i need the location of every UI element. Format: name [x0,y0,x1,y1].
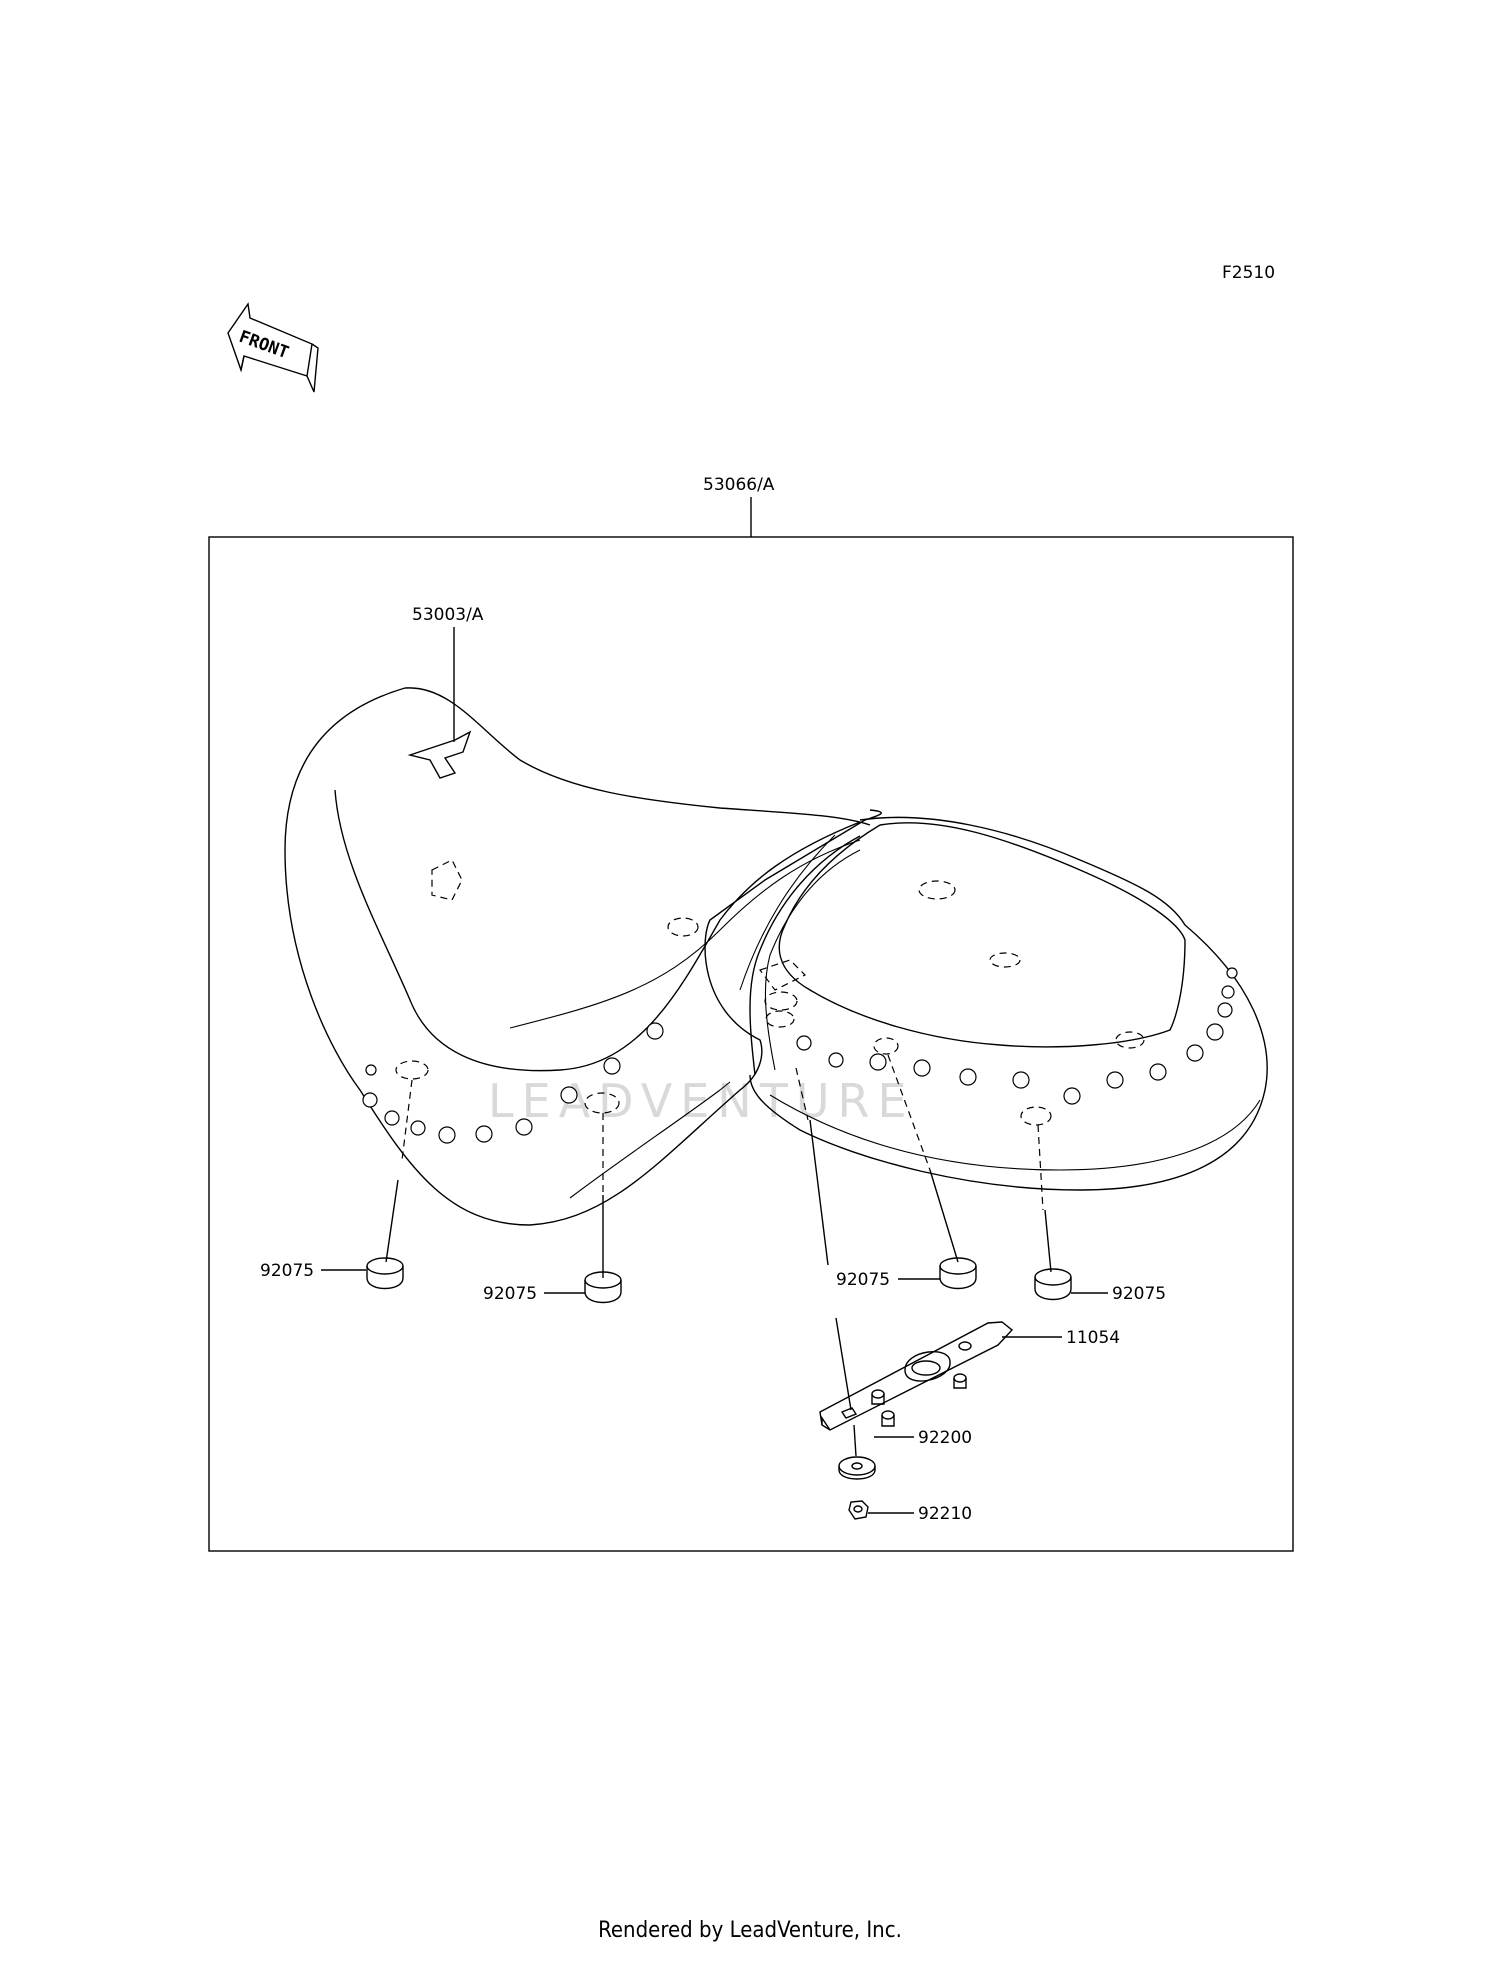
label-seat-cover: 53003/A [412,605,484,625]
mounting-bosses [395,859,1145,1126]
label-damper-front-left: 92075 [260,1261,314,1281]
seat-drawing [284,687,1268,1226]
label-washer: 92200 [918,1428,972,1448]
damper-front-center-icon [584,1271,622,1304]
damper-rear-center-icon [939,1257,977,1290]
watermark: LEADVENTURE [488,1074,915,1128]
seat-studs [362,967,1238,1144]
assembly-frame [208,536,1294,1552]
footer-credit: Rendered by LeadVenture, Inc. [598,1918,902,1943]
leader-lines [385,1054,1052,1411]
label-seat-assembly: 53066/A [703,475,775,495]
damper-front-left-icon [366,1257,404,1290]
label-damper-front-center: 92075 [483,1284,537,1304]
label-damper-rear-center: 92075 [836,1270,890,1290]
washer-icon [838,1456,876,1480]
damper-rear-right-icon [1034,1268,1072,1301]
diagram-code: F2510 [1222,263,1275,283]
bracket-icon [819,1321,1014,1431]
label-bracket: 11054 [1066,1328,1120,1348]
label-damper-rear-right: 92075 [1112,1284,1166,1304]
front-arrow-icon: FRONT [227,302,319,393]
label-nut: 92210 [918,1504,972,1524]
nut-icon [848,1500,869,1520]
leader-washer-stud [853,1424,857,1457]
